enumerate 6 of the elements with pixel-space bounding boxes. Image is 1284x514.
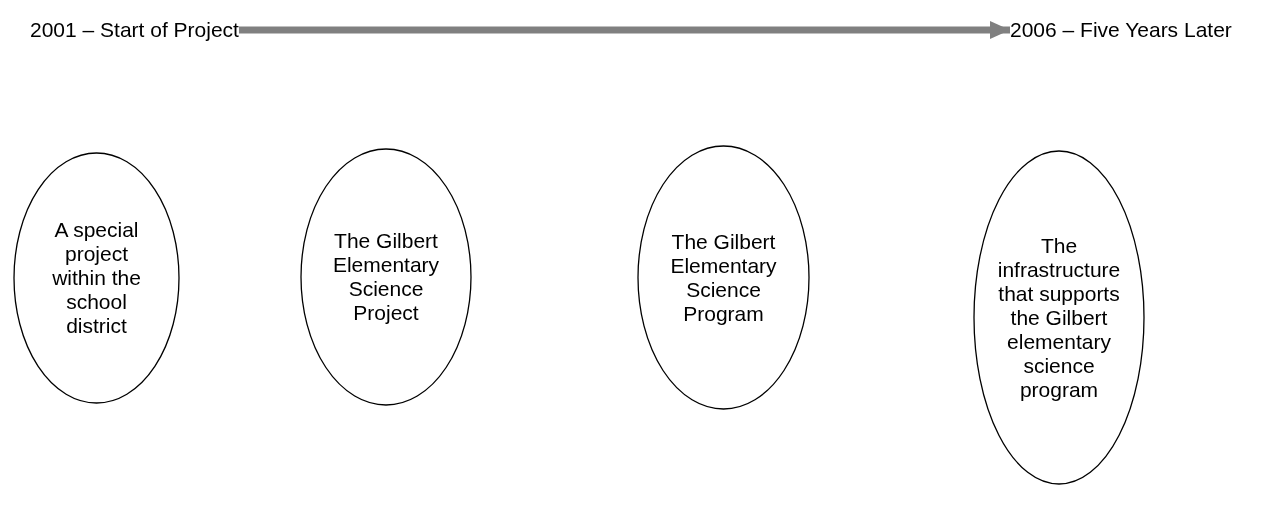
year-label: 2001 – Start of Project xyxy=(30,18,239,42)
year-label: 2006 – Five Years Later xyxy=(1010,18,1232,42)
oval-text: The infrastructure that supports the Gilbert elementary science program xyxy=(996,233,1122,402)
oval-text: The Gilbert Elementary Science Project xyxy=(331,229,441,325)
oval-text: The Gilbert Elementary Science Program xyxy=(669,229,778,326)
oval-text: A special project within the school district xyxy=(51,218,142,338)
